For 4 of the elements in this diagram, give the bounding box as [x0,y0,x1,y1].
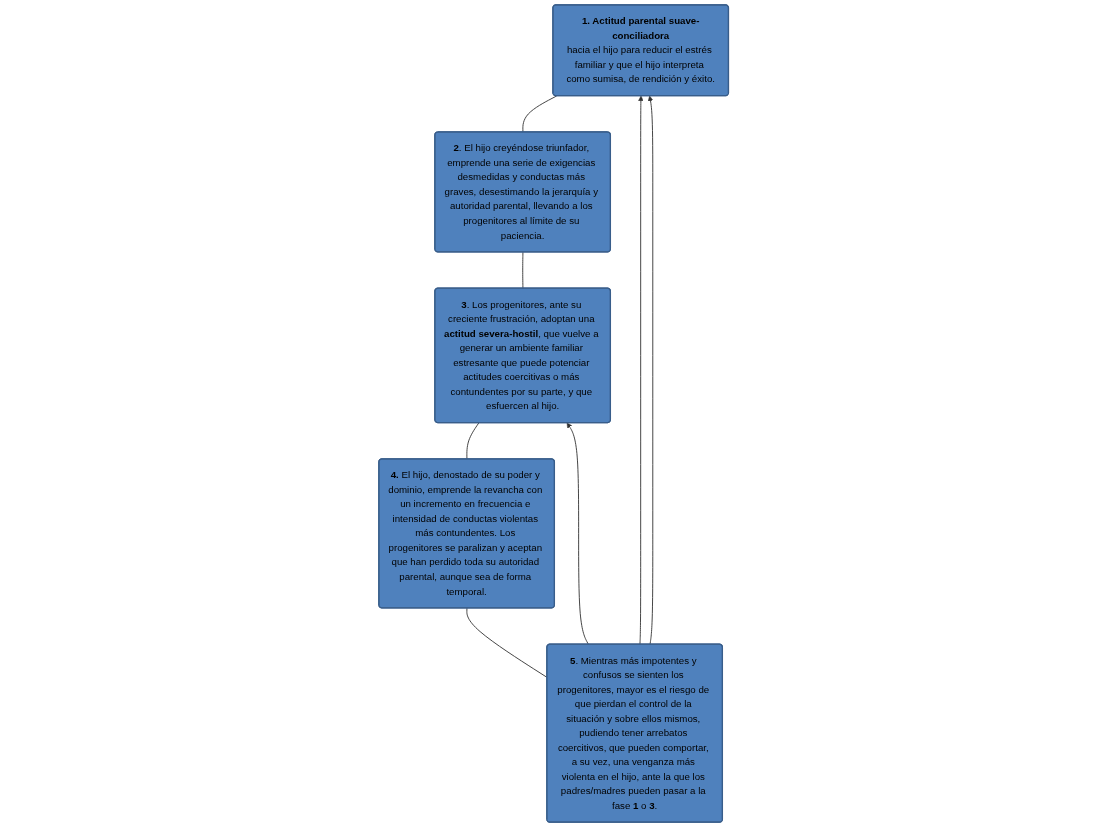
connector [466,422,480,460]
connector [522,251,524,289]
connector [466,607,548,678]
connector [522,95,558,133]
